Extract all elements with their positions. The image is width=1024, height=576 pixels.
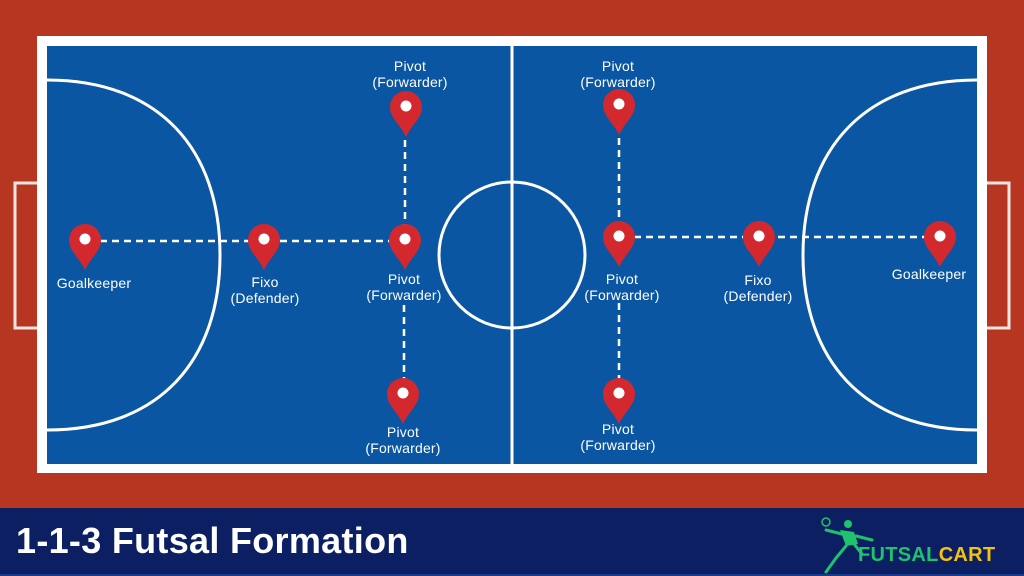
right-pivot-bottom-pin-icon — [603, 378, 635, 424]
left-goalkeeper-pin-icon — [69, 224, 101, 270]
right-pivot-mid-pin-icon — [603, 221, 635, 267]
right-goalkeeper-label: Goalkeeper — [892, 266, 966, 282]
label-line: Goalkeeper — [56, 275, 132, 291]
label-line: (Defender) — [723, 288, 793, 304]
center-circle — [437, 180, 587, 330]
label-line: (Forwarder) — [580, 74, 656, 90]
label-line: Goalkeeper — [891, 266, 967, 282]
label-line: (Forwarder) — [584, 287, 660, 303]
right-pivot-top-label: Pivot (Forwarder) — [580, 58, 655, 90]
label-line: (Forwarder) — [372, 74, 448, 90]
left-pivot-top-label: Pivot (Forwarder) — [372, 58, 447, 90]
label-line: (Forwarder) — [366, 287, 442, 303]
court-lines — [13, 36, 1011, 473]
right-pivot-top-pin-icon — [603, 89, 635, 135]
right-pivot-mid-label: Pivot (Forwarder) — [584, 271, 659, 303]
left-goal — [13, 181, 41, 330]
left-pivot-top-pin-icon — [390, 91, 422, 137]
left-fixo-pin-icon — [248, 224, 280, 270]
right-goalkeeper-pin-icon — [924, 221, 956, 267]
label-line: (Defender) — [230, 290, 300, 306]
futsal-court: Goalkeeper Fixo (Defender) Pivot (Forwar… — [13, 36, 1011, 473]
left-goalkeeper-label: Goalkeeper — [57, 275, 131, 291]
kicking-player-icon — [821, 517, 874, 574]
label-line: Pivot — [601, 421, 635, 437]
label-line: Pivot — [393, 58, 427, 74]
label-line: Pivot — [605, 271, 639, 287]
left-pivot-bottom-pin-icon — [387, 378, 419, 424]
title-banner: 1-1-3 Futsal Formation FUTSALCART — [0, 508, 1024, 576]
label-line: Pivot — [601, 58, 635, 74]
right-fixo-pin-icon — [743, 221, 775, 267]
right-pivot-bottom-label: Pivot (Forwarder) — [580, 421, 655, 453]
label-line: (Forwarder) — [365, 440, 441, 456]
brand-logo: FUTSALCART — [818, 514, 1018, 574]
left-pivot-bottom-label: Pivot (Forwarder) — [365, 424, 440, 456]
label-line: Pivot — [386, 424, 420, 440]
left-penalty-arc — [46, 78, 222, 432]
label-line: Fixo — [744, 272, 772, 288]
brand-wordmark: FUTSALCART — [858, 544, 995, 567]
brand-part-2: CART — [938, 544, 996, 566]
label-line: Pivot — [387, 271, 421, 287]
page-title: 1-1-3 Futsal Formation — [16, 520, 409, 561]
brand-part-1: FUTSAL — [858, 544, 939, 566]
left-pivot-mid-label: Pivot (Forwarder) — [366, 271, 441, 303]
label-line: (Forwarder) — [580, 437, 656, 453]
left-pivot-mid-pin-icon — [389, 224, 421, 270]
right-penalty-arc — [801, 78, 978, 432]
left-fixo-label: Fixo (Defender) — [231, 274, 300, 306]
label-line: Fixo — [251, 274, 279, 290]
right-goal — [983, 181, 1011, 330]
right-fixo-label: Fixo (Defender) — [724, 272, 793, 304]
